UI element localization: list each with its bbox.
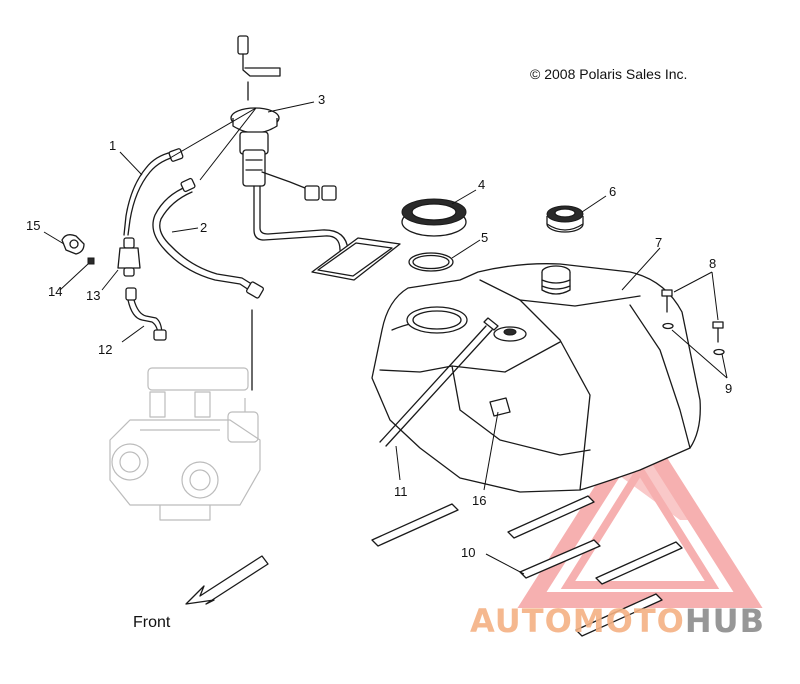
bolt-8a [661, 289, 674, 330]
callout-3: 3 [318, 92, 325, 107]
callout-12: 12 [98, 342, 112, 357]
callout-1: 1 [109, 138, 116, 153]
watermark-part1: AUTOMOTO [470, 602, 685, 640]
fuel-hose-2 [152, 177, 264, 299]
lock-ring-4 [401, 198, 467, 237]
watermark-text: AUTOMOTOHUB [470, 602, 765, 640]
watermark-part2: HUB [685, 602, 765, 640]
vent-tube-11 [379, 317, 499, 447]
callout-4: 4 [478, 177, 485, 192]
callout-16: 16 [472, 493, 486, 508]
callout-5: 5 [481, 230, 488, 245]
callout-6: 6 [609, 184, 616, 199]
cap-6 [546, 205, 584, 233]
fuel-pump-assembly [230, 35, 349, 263]
fuel-hose-1 [123, 148, 184, 236]
copyright-notice: © 2008 Polaris Sales Inc. [530, 66, 687, 82]
callout-9: 9 [725, 381, 732, 396]
callout-8: 8 [709, 256, 716, 271]
callout-10: 10 [461, 545, 475, 560]
callout-2: 2 [200, 220, 207, 235]
mounting-pads-10 [371, 495, 683, 637]
leader-lines [43, 101, 728, 575]
callout-7: 7 [655, 235, 662, 250]
bolt-8b [712, 321, 725, 356]
front-label: Front [133, 614, 171, 631]
fuel-filter-13 [117, 237, 141, 277]
callout-13: 13 [86, 288, 100, 303]
front-arrow-icon [185, 555, 269, 605]
clamp-15 [61, 234, 85, 255]
svg-text:AUTOMOTOHUB: AUTOMOTOHUB [470, 602, 765, 640]
screw-14 [87, 257, 95, 265]
callout-11: 11 [394, 484, 408, 499]
callout-15: 15 [26, 218, 40, 233]
fuel-tank-7 [371, 263, 701, 493]
seal-5 [408, 252, 454, 272]
fuel-hose-12 [125, 287, 167, 341]
throttle-body-ghost [109, 367, 261, 521]
pump-filter-pad [311, 237, 401, 281]
callout-14: 14 [48, 284, 62, 299]
